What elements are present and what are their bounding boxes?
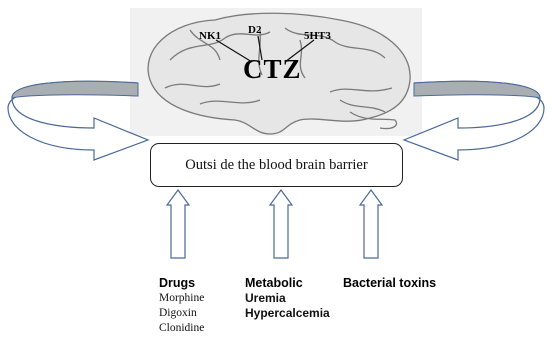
receptor-label-d2: D2 xyxy=(248,24,261,36)
drugs-title: Drugs xyxy=(159,276,195,290)
left-arrow-band xyxy=(12,81,138,98)
ctz-label: CTZ xyxy=(243,54,302,85)
receptor-label-nk1: NK1 xyxy=(199,30,221,42)
receptor-label-5ht3: 5HT3 xyxy=(304,30,331,42)
metabolic-up-arrow xyxy=(270,190,292,258)
outside-bbb-label: Outsi de the blood brain barrier xyxy=(185,157,367,174)
outside-bbb-box: Outsi de the blood brain barrier xyxy=(150,143,403,187)
bacterial-toxins-title: Bacterial toxins xyxy=(343,276,436,290)
bacterial-up-arrow xyxy=(360,190,382,258)
drugs-item: Clonidine xyxy=(159,322,204,335)
metabolic-item: Hypercalcemia xyxy=(245,307,330,320)
right-arrow-band xyxy=(414,81,540,98)
drugs-item: Digoxin xyxy=(159,307,197,320)
drugs-up-arrow xyxy=(167,190,189,258)
metabolic-item: Uremia xyxy=(245,292,286,305)
drugs-item: Morphine xyxy=(159,292,204,305)
metabolic-title: Metabolic xyxy=(245,276,303,290)
